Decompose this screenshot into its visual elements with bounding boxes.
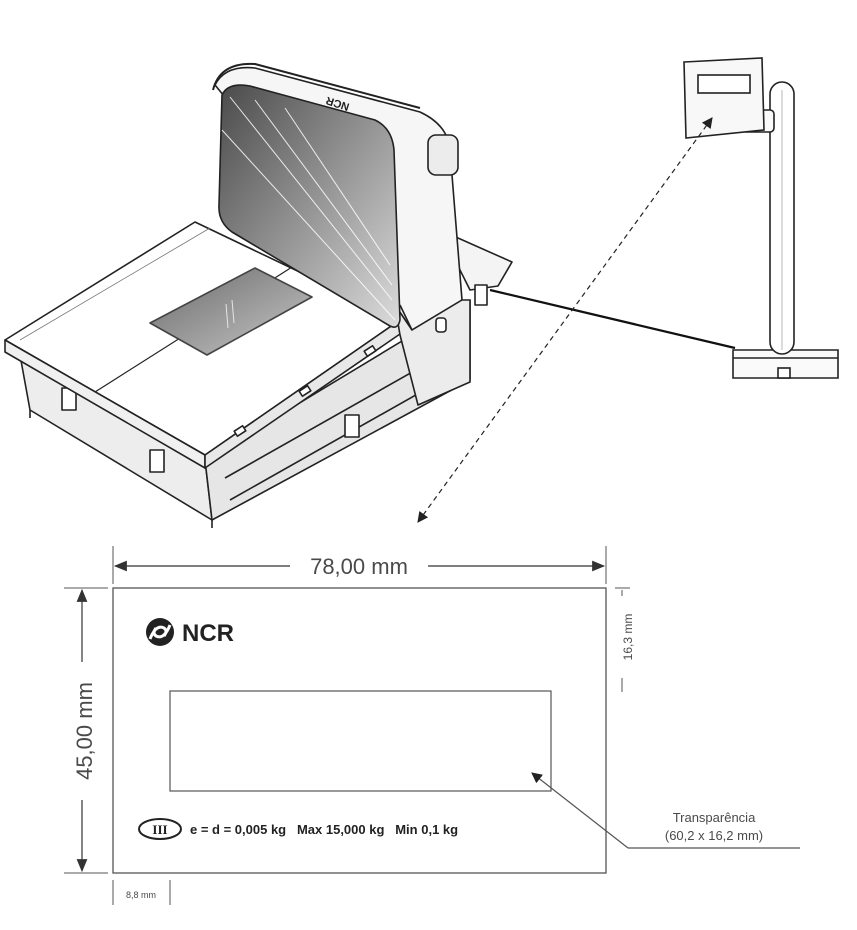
top-offset-dimension: 16,3 mm xyxy=(621,614,635,661)
height-dimension: 45,00 mm xyxy=(72,682,97,780)
left-offset-dimension: 8,8 mm xyxy=(126,890,156,900)
label-plate-drawing: 78,00 mm 45,00 mm 16,3 mm 8,8 mm NCR III xyxy=(64,546,800,905)
zoom-arrow xyxy=(417,117,713,523)
callout-title: Transparência xyxy=(673,810,756,825)
accuracy-class-mark: III xyxy=(152,822,167,837)
display-cable xyxy=(489,288,736,350)
ncr-logo-icon xyxy=(146,618,174,646)
scale-spec-text: e = d = 0,005 kg Max 15,000 kg Min 0,1 k… xyxy=(190,822,458,837)
callout-size: (60,2 x 16,2 mm) xyxy=(665,828,763,843)
pole-display xyxy=(683,57,839,379)
accuracy-class-badge: III xyxy=(138,818,182,840)
width-dimension: 78,00 mm xyxy=(310,554,408,579)
callout-arrow xyxy=(531,772,629,849)
scanner-scale-device xyxy=(4,62,513,528)
brand-name: NCR xyxy=(182,620,234,647)
transparency-window xyxy=(169,690,552,792)
